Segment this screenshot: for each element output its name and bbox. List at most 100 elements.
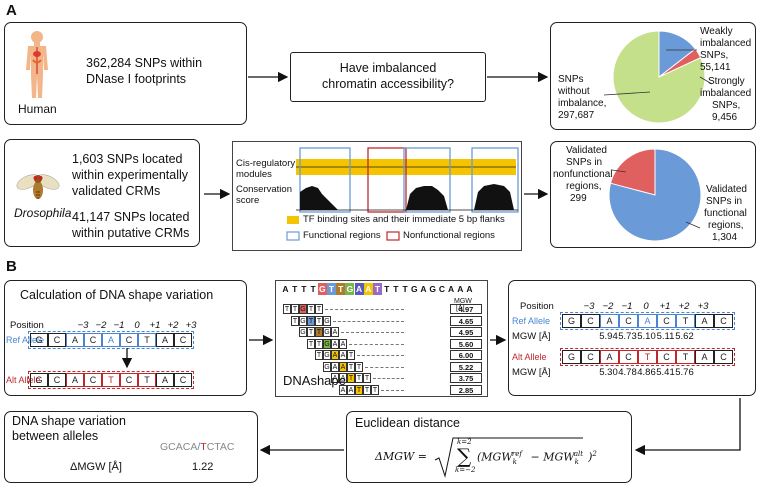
calc-ref-base: A — [66, 333, 84, 347]
position-tick: +2 — [167, 320, 179, 331]
pentamer-leader — [365, 366, 404, 368]
pentamer-base: T — [291, 315, 299, 326]
human-text-1: 362,284 SNPs within — [86, 56, 203, 70]
position-tick: −3 — [77, 320, 89, 331]
crm-legend-nonfunc: Nonfunctional regions — [403, 230, 495, 241]
crm-label-1: Cis-regulatory — [236, 158, 296, 169]
pentamer-base: G — [323, 315, 331, 326]
pentamer-base: T — [355, 373, 363, 383]
crm-label-2: modules — [236, 169, 272, 180]
pie1-strong-3: SNPs, — [712, 100, 741, 111]
pie1-none-2: without — [558, 86, 590, 97]
pentamer-base: G — [323, 338, 331, 349]
calc-alt-base: G — [30, 373, 48, 387]
fruit-fly-icon — [16, 174, 60, 199]
pie2-func-3: functional — [704, 208, 747, 219]
drosophila-label: Drosophila — [14, 206, 72, 220]
drosophila-text-1: 1,603 SNPs located — [72, 152, 183, 166]
pentamer-base: T — [307, 327, 315, 337]
pentamer-base: A — [331, 350, 339, 360]
top-base: A — [420, 284, 427, 294]
pentamer-base: G — [299, 315, 307, 326]
calc-ref-label: Ref Allele — [6, 335, 45, 345]
calc-ref-base: A — [102, 333, 120, 347]
top-base: A — [448, 284, 455, 294]
calc-ref-base: C — [120, 333, 138, 347]
pie2-func-5: 1,304 — [712, 232, 738, 243]
pie1-none-3: imbalance, — [558, 98, 607, 109]
dnashape-box — [275, 280, 488, 397]
variation-title-1: DNA shape variation — [12, 414, 126, 428]
result-mgw-label-1: MGW [Å] — [512, 331, 551, 342]
result-position-tick: +2 — [678, 301, 690, 312]
pentamer-base: T — [347, 361, 355, 372]
result-mgw-label-2: MGW [Å] — [512, 367, 551, 378]
variation-title-2: between alleles — [12, 429, 99, 443]
calc-ref-base: C — [48, 333, 66, 347]
pentamer-base: T — [355, 361, 363, 372]
calc-alt-base: T — [138, 373, 156, 387]
result-ref-base: A — [600, 314, 619, 328]
top-base: G — [410, 284, 418, 294]
calc-ref-base: A — [156, 333, 174, 347]
pentamer-base: T — [363, 384, 371, 395]
top-base: A — [282, 284, 289, 294]
top-base: G — [345, 283, 355, 295]
alt-mgw-value: 5.76 — [675, 367, 694, 378]
alt-mgw-value: 4.78 — [618, 367, 637, 378]
pie1-weak-4: 55,141 — [700, 62, 731, 73]
result-position-tick: −3 — [583, 301, 595, 312]
question-box — [290, 52, 486, 102]
pie2-non-2: SNPs in — [566, 157, 603, 168]
pie1-weak-2: imbalanced — [700, 38, 752, 49]
dnashape-title: DNAshape — [283, 373, 346, 388]
pentamer-base: T — [363, 373, 371, 383]
pentamer-base: T — [315, 327, 323, 337]
result-position-label: Position — [520, 301, 554, 312]
calc-alt-frame — [28, 371, 194, 389]
crm-label-4: score — [236, 195, 260, 206]
pentamer-leader — [381, 389, 404, 391]
alt-mgw-value: 4.86 — [637, 367, 656, 378]
top-base: G — [429, 284, 436, 294]
pie1-strong-4: 9,456 — [712, 112, 738, 123]
pentamer-leader — [349, 343, 404, 345]
euclid-formula: ΔMGW = k=2 ∑ k=−2 (MGWkref − MGWkalt)2 — [375, 437, 597, 478]
question-line-1: Have imbalanced — [339, 61, 437, 75]
pentamer-base: T — [307, 304, 315, 314]
pie1-strong-1: Strongly — [708, 76, 745, 87]
pentamer-leader — [325, 309, 404, 310]
result-alt-base: C — [619, 350, 638, 364]
calc-alt-base: T — [102, 373, 120, 387]
alt-mgw-value: 5.30 — [599, 367, 618, 378]
pie1-weak-3: SNPs, — [700, 50, 729, 61]
pie2-func-4: regions, — [708, 220, 744, 231]
pentamer-base: A — [339, 350, 347, 360]
calc-alt-base: C — [84, 373, 102, 387]
result-ref-frame — [560, 312, 735, 330]
top-base: T — [327, 283, 336, 295]
pentamer-base: T — [371, 384, 379, 395]
calc-ref-base: C — [174, 333, 192, 347]
result-alt-base: C — [657, 350, 676, 364]
result-alt-frame — [560, 348, 735, 366]
result-alt-base: G — [562, 350, 581, 364]
calc-position-label: Position — [10, 320, 44, 331]
result-position-tick: −2 — [602, 301, 614, 312]
result-ref-label: Ref Allele — [512, 316, 551, 326]
result-ref-base: C — [714, 314, 733, 328]
pie2-func-1: Validated — [706, 184, 747, 195]
pentamer-base: A — [339, 361, 347, 372]
mgw-value: 6.00 — [450, 350, 482, 360]
pentamer-base: G — [323, 327, 331, 337]
pentamer-base: A — [339, 338, 347, 349]
result-alt-base: C — [581, 350, 600, 364]
position-tick: +3 — [185, 320, 197, 331]
top-base: G — [317, 283, 327, 295]
pie-chart-imbalance — [612, 30, 706, 124]
calc-ref-frame — [28, 331, 194, 349]
pentamer-base: A — [339, 384, 347, 395]
